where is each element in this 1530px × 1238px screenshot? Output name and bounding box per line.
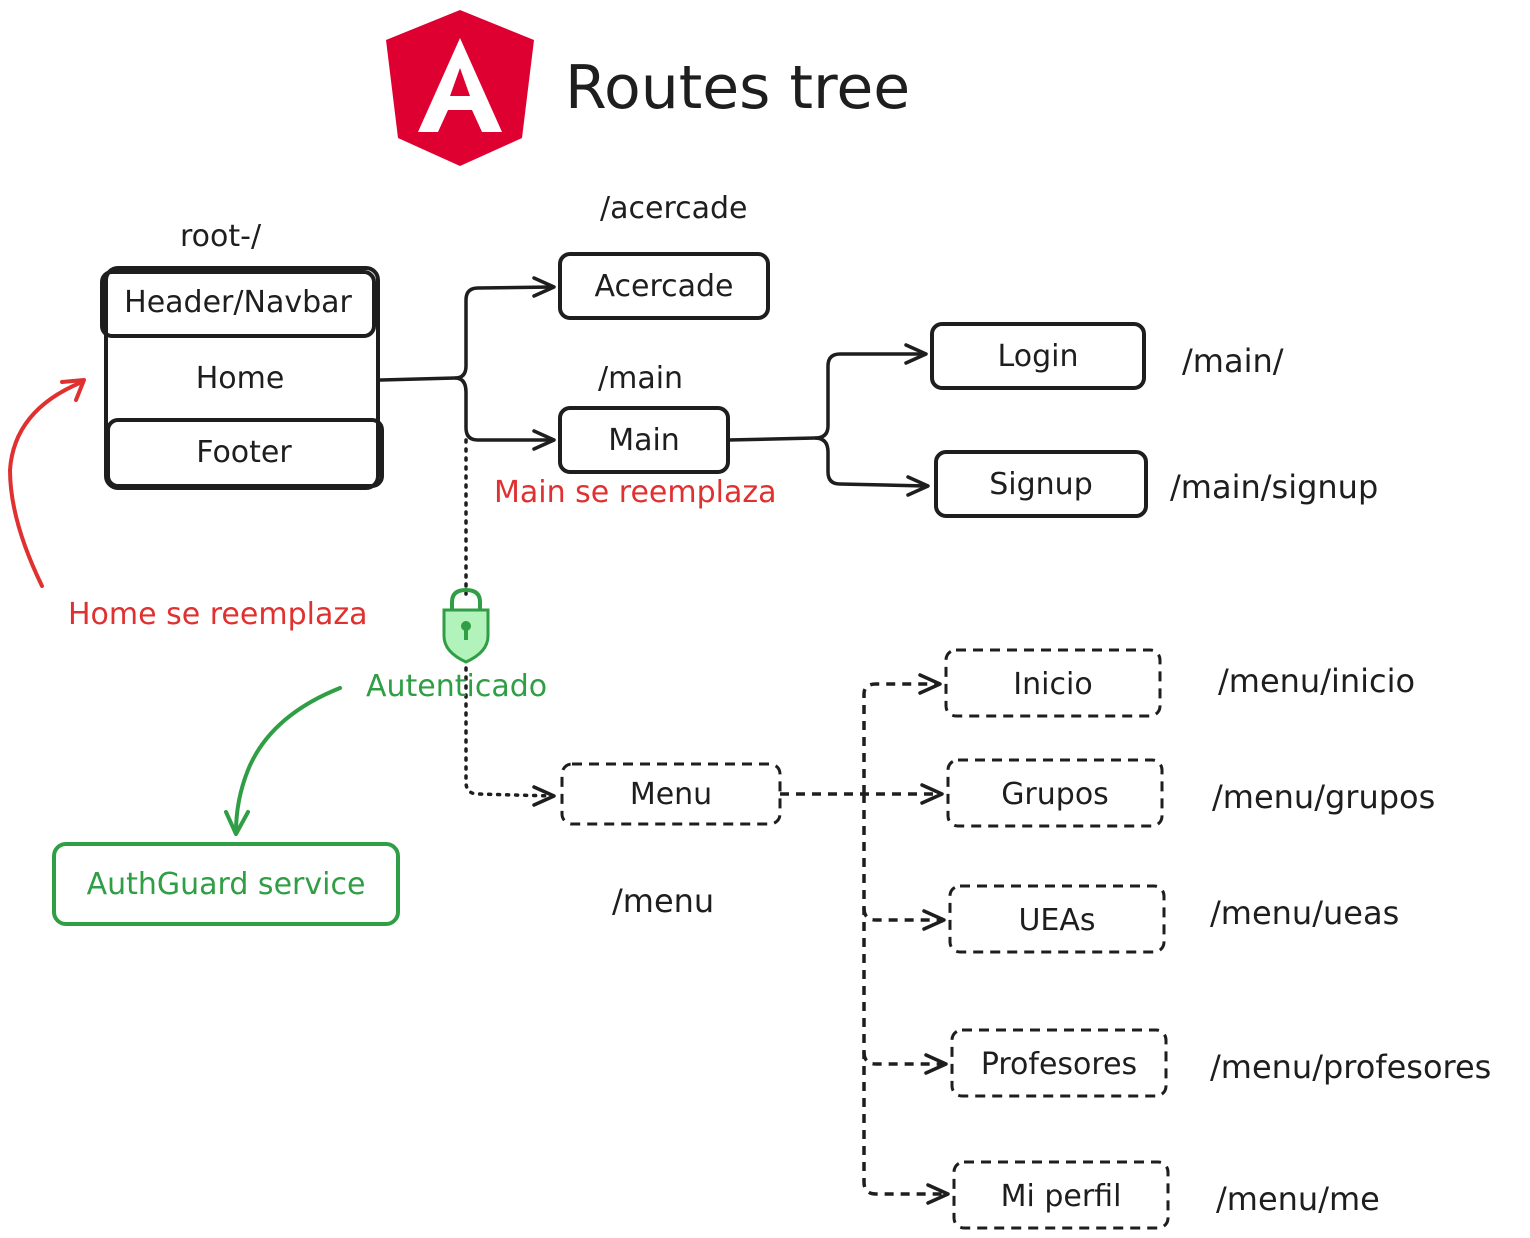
- header-navbar-box: [100, 270, 376, 338]
- acercade-box: [558, 252, 770, 320]
- inicio-path: /menu/inicio: [1218, 662, 1415, 700]
- header-navbar-label: Header/Navbar: [124, 285, 352, 320]
- acercade-path: /acercade: [600, 191, 748, 226]
- root-path: root-/: [180, 219, 262, 254]
- footer-box: [106, 418, 384, 488]
- profesores-label: Profesores: [981, 1047, 1137, 1082]
- acercade-label: Acercade: [595, 269, 734, 304]
- lock-icon: [442, 587, 490, 664]
- main-replaced-note: Main se reemplaza: [494, 475, 776, 510]
- authenticated-note: Autenticado: [366, 669, 547, 704]
- signup-path: /main/signup: [1170, 468, 1378, 506]
- home-replaced-arrow: [7, 378, 86, 588]
- authguard-box: [52, 842, 400, 926]
- authguard-label: AuthGuard service: [87, 867, 366, 902]
- perfil-path: /menu/me: [1216, 1180, 1380, 1218]
- perfil-label: Mi perfil: [1001, 1179, 1122, 1214]
- inicio-label: Inicio: [1013, 667, 1092, 702]
- menu-path: /menu: [612, 882, 714, 920]
- profesores-path: /menu/profesores: [1210, 1048, 1491, 1086]
- login-label: Login: [998, 339, 1079, 374]
- page-title: Routes tree: [565, 53, 910, 123]
- login-box: [930, 322, 1146, 390]
- signup-label: Signup: [989, 467, 1093, 502]
- home-replaced-note: Home se reemplaza: [68, 597, 367, 632]
- main-edges: [727, 343, 930, 497]
- main-label: Main: [608, 423, 680, 458]
- grupos-path: /menu/grupos: [1212, 778, 1435, 816]
- login-path: /main/: [1182, 342, 1284, 380]
- menu-label: Menu: [630, 777, 712, 812]
- menu-edges: [780, 673, 950, 1205]
- guard-arrow: [224, 686, 342, 836]
- ueas-label: UEAs: [1018, 903, 1095, 938]
- footer-label: Footer: [196, 435, 292, 470]
- home-label: Home: [196, 361, 285, 396]
- root-edges: [379, 276, 556, 807]
- main-path: /main: [598, 361, 683, 396]
- ueas-path: /menu/ueas: [1210, 894, 1399, 932]
- menu-box: [560, 762, 782, 826]
- angular-logo: [386, 10, 534, 166]
- signup-box: [934, 450, 1148, 518]
- grupos-label: Grupos: [1001, 777, 1109, 812]
